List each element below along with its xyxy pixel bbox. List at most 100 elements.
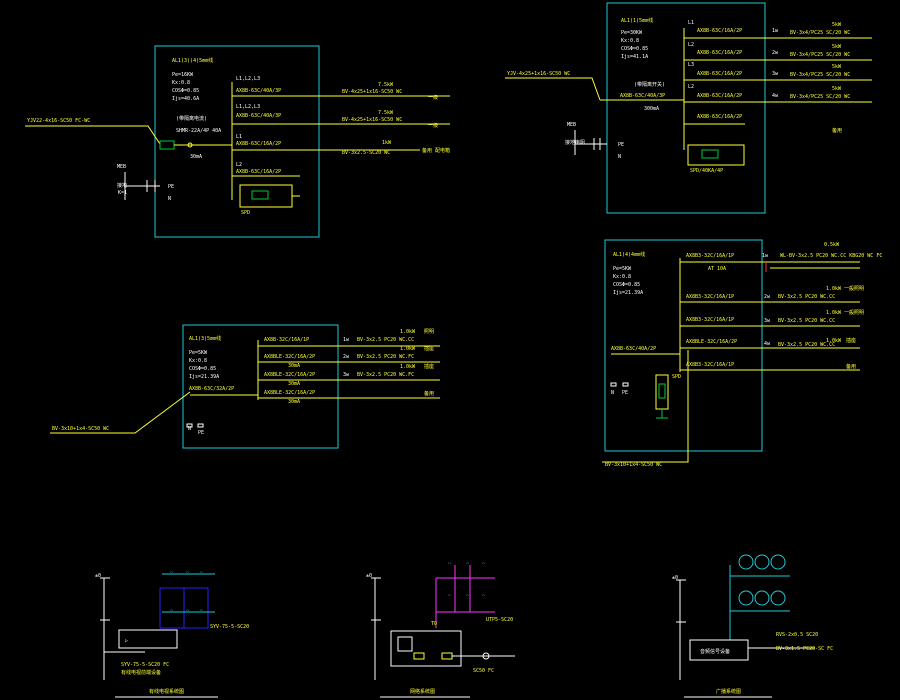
port-icon [441, 652, 453, 660]
circuit-cable: BV-3x2.5 PC20 WC.FC [357, 372, 414, 378]
circuit-code: 3w [772, 71, 779, 77]
riser-cable-label: UTP5-SC20 [486, 617, 513, 623]
panel-header-line: COSΦ=0.85 [189, 366, 216, 372]
circuit-cable: BV-3x2.5-SC20 WC [342, 150, 390, 156]
tv-outlet-icon: ⌒ [170, 608, 173, 614]
circuit-cable: BV-3x4/PC25 SC/20 WC [790, 72, 850, 78]
device-box [390, 630, 462, 667]
panel-header-line: Pe=16KW [172, 72, 194, 78]
tv-outlet-icon: ⌒ [186, 608, 189, 614]
circuit-row: AX8B3-32C/16A/1P 备用 [680, 362, 860, 371]
circuit-row: L2 AX8B-63C/16A/2P 4w 5kW BV-3x4/PC25 SC… [684, 84, 872, 103]
circuit-cable: BV-3x2.5 PC20 WC.CC [357, 337, 414, 343]
device-label: 有线电视前端设备 [121, 669, 161, 676]
circuit-rcd: 30mA [288, 399, 300, 405]
ke-label: K=1 [118, 190, 127, 196]
circuit-phase: L1,L2,L3 [236, 104, 260, 110]
panel-header-line: AL1(3)5mm线 [189, 335, 221, 342]
panel-header-line: COSΦ=0.85 [172, 88, 199, 94]
circuit-cable: BV-3x2.5 PC20 WC.CC [778, 342, 835, 348]
terminal-icon [610, 382, 617, 387]
panel-header-line: AL1(3)(4)5mm线 [172, 57, 213, 64]
speaker-icon [770, 554, 786, 570]
circuit-power: 1.0kW [826, 310, 842, 316]
circuit-power: 1.0kW [400, 364, 416, 370]
circuit-cable: BV-4x25+1x16-SC50 WC [342, 117, 402, 123]
circuit-code: 2w [343, 354, 350, 360]
circuit-row: AX8B-63C/16A/2P 备用 [684, 114, 842, 134]
rcd-label: 300mA [644, 106, 659, 112]
speaker-icon [738, 554, 754, 570]
spd-model: SHMR-22A/4P 40A [176, 128, 221, 134]
circuit-breaker: AX8B3-32C/16A/1P [686, 362, 734, 368]
circuit-row: AX8BLE-32C/16A/2P 30mA 2w 1.0kW BV-3x2.5… [258, 345, 440, 369]
circuit-row: L1,L2,L3 AX8B-63C/40A/3P 7.5kW BV-4x25+1… [232, 76, 450, 101]
incoming-cable-label: BV-3x10+1x4-SC50 WC [605, 462, 662, 468]
outlet-tag: TO [431, 621, 437, 627]
speaker-icon [754, 554, 770, 570]
incoming-cable-label: YJV-4x25+1x16-SC50 WC [507, 71, 570, 77]
panel-al1-box-b: AL1(1)5mm线 Pe=30KW Kx:0.8 COSΦ=0.85 Ijs=… [505, 2, 872, 214]
breaker-contact-icon [187, 142, 193, 148]
panel-header-line: Ijs=21.39A [189, 374, 219, 380]
circuit-cable: BV-3x4/PC25 SC/20 WC [790, 94, 850, 100]
panel-header-line: Pe=5KW [189, 350, 208, 356]
circuit-breaker: AX8B-63C/16A/2P [697, 28, 742, 34]
panel-header-line: AL1(4)4mm线 [613, 251, 645, 258]
panel-header-line: Ijs=40.6A [172, 96, 199, 102]
circuit-code: 4w [764, 341, 771, 347]
network-outlet-icon: ⌒ [466, 593, 469, 599]
terminal-icon [197, 423, 204, 428]
circuit-tag: 插座 [424, 363, 434, 370]
riser-title: 广播系统图 [716, 688, 741, 695]
circuit-code: 3w [343, 372, 350, 378]
main-breaker: AX8B-63C/40A/3P [620, 93, 665, 99]
circuit-row: AX8BLE-32C/16A/2P 30mA 3w 1.0kW BV-3x2.5… [258, 363, 440, 387]
amplifier-icon: ▷ [125, 638, 128, 644]
device-label: 音频信号设备 [700, 648, 730, 655]
circuit-breaker: AX8B-32C/16A/1P [264, 337, 309, 343]
circuit-row: L2 AX8B-63C/16A/2P [232, 162, 300, 177]
circuit-power: 5kW [832, 44, 842, 50]
circuit-phase: L3 [688, 62, 694, 68]
surge-protector-box [655, 374, 669, 410]
circuit-breaker: AX8BLE-32C/16A/2P [264, 354, 315, 360]
incoming-feeder-line [25, 125, 161, 145]
speaker-icon [738, 590, 754, 606]
circuit-row: AX8B3-32C/16A/1P 2w 1.0kW BV-3x2.5 PC20 … [680, 285, 864, 303]
circuit-power: 1kW [382, 140, 392, 146]
pe-label: PE [168, 184, 174, 190]
surge-protector-icon [251, 190, 269, 200]
circuit-tag: 插座 [424, 345, 434, 352]
device-box [118, 629, 178, 649]
circuit-cable: BV-4x25+1x16-SC50 WC [342, 89, 402, 95]
circuit-tag: 照明 [424, 329, 434, 335]
main-breaker: AX8B-63C/40A/2P [611, 346, 656, 352]
circuit-tag: 一般照明 [844, 285, 864, 292]
riser-cable-label: SYV-75-5-SC20 [210, 624, 249, 630]
incoming-feeder-line [602, 350, 689, 463]
panel-frame [154, 45, 320, 238]
circuit-cable: BV-3x2.5 PC20 WC.CC [778, 318, 835, 324]
panel-header-line: Kx:0.8 [613, 274, 631, 280]
riser-title: 有线电视系统图 [149, 688, 184, 695]
panel-header-line: COSΦ=0.85 [613, 282, 640, 288]
bottom-cable-label: SYV-75-5-SC20 FC [121, 662, 169, 668]
circuit-breaker: AX8B-63C/16A/2P [697, 50, 742, 56]
main-label: (带隔离开关) [634, 81, 665, 88]
circuit-breaker: AX8BLE-32C/16A/2P [264, 390, 315, 396]
network-outlet-icon: ⌒ [466, 561, 469, 567]
main-rcd-label: 30mA [190, 154, 202, 160]
spd-label: (带隔离电流) [176, 115, 207, 122]
circuit-power: 1.0kW [400, 346, 416, 352]
circuit-row: L1,L2,L3 AX8B-63C/40A/3P 7.5kW BV-4x25+1… [232, 104, 450, 129]
network-outlet-icon: ⌒ [482, 561, 485, 567]
circuit-breaker: AX8B-63C/16A/2P [697, 93, 742, 99]
riser-cable-tv: ±0 ⌒ ⌒ ⌒ ⌒ ⌒ ⌒ SYV-75-5-SC20 ▷ SYV-75-5-… [95, 570, 249, 698]
network-outlet-icon: ⌒ [448, 561, 451, 567]
circuit-tag: 备用 配电箱 [422, 147, 450, 154]
panel-header-line: Kx:0.8 [189, 358, 207, 364]
circuit-row: AX8BLE-32C/16A/2P 30mA 备用 [258, 390, 440, 405]
circuit-power: 7.5kW [378, 110, 394, 116]
circuit-row: AX8B3-32C/16A/1P 3w 1.0kW BV-3x2.5 PC20 … [680, 309, 864, 327]
